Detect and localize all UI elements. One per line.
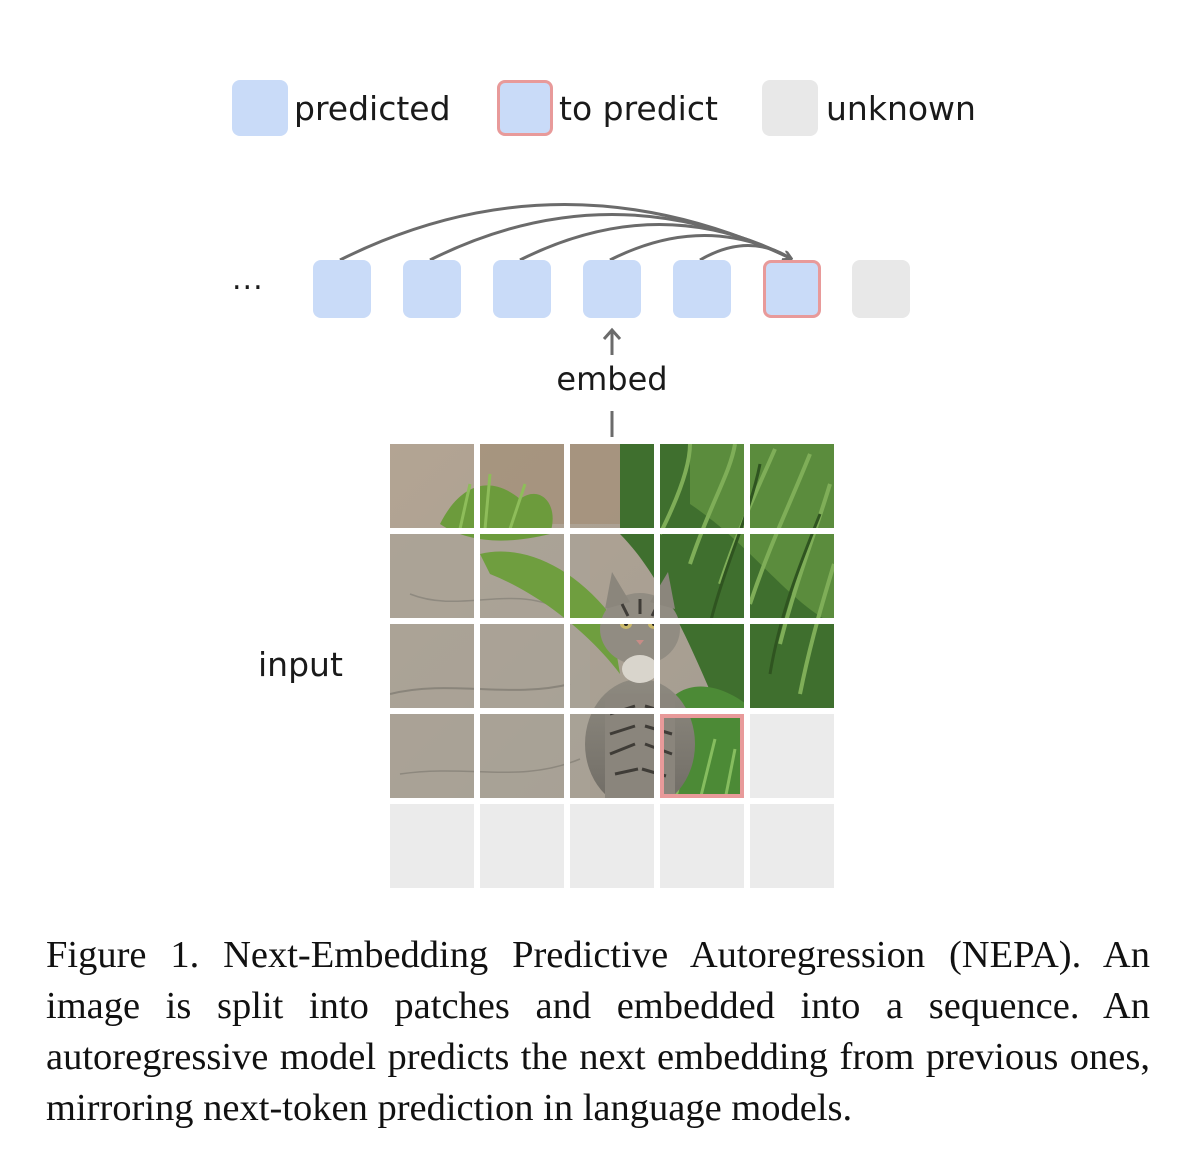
- token-predicted-2: [403, 260, 461, 318]
- token-predicted-5: [673, 260, 731, 318]
- legend-label-unknown: unknown: [826, 88, 976, 128]
- token-predicted-3: [493, 260, 551, 318]
- input-label: input: [258, 645, 343, 684]
- legend-label-predicted: predicted: [294, 88, 451, 128]
- legend-label-to-predict: to predict: [559, 88, 718, 128]
- legend-predicted: predicted: [232, 80, 451, 136]
- arc-from-token-5: [699, 244, 791, 262]
- autoregressive-arcs: [339, 203, 1200, 262]
- patch-unknown: [390, 804, 474, 888]
- legend-to-predict: to predict: [497, 80, 718, 136]
- legend-swatch-unknown: [762, 80, 818, 136]
- embed-arrow: [602, 327, 622, 437]
- patch-to-predict: [660, 714, 744, 798]
- legend-unknown: unknown: [762, 80, 976, 136]
- patch-unknown: [480, 804, 564, 888]
- patch-unknown: [750, 714, 834, 798]
- legend-swatch-predicted: [232, 80, 288, 136]
- patch-unknown: [570, 804, 654, 888]
- token-to-predict: [763, 260, 821, 318]
- patch-unknown: [750, 804, 834, 888]
- patch-unknown: [660, 804, 744, 888]
- embed-label: embed: [556, 360, 668, 398]
- input-image-patches: [390, 444, 834, 888]
- token-predicted-1: [313, 260, 371, 318]
- token-unknown: [852, 260, 910, 318]
- figure-caption: Figure 1. Next-Embedding Predictive Auto…: [46, 934, 1150, 1129]
- sequence-ellipsis: ...: [232, 262, 264, 297]
- legend-swatch-to-predict: [497, 80, 553, 136]
- token-predicted-4: [583, 260, 641, 318]
